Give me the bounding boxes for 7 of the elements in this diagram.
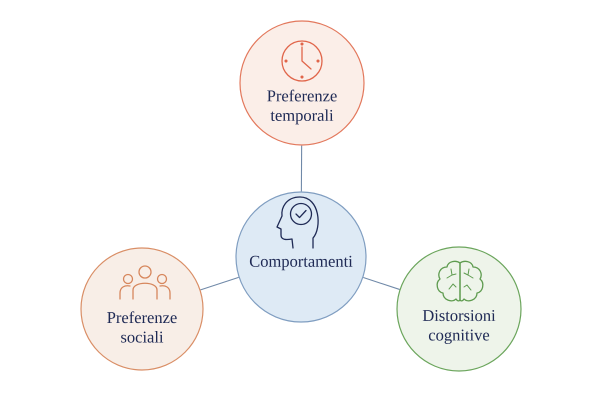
connector-line [363,276,400,290]
circle-node: Preferenze sociali [80,247,204,371]
connector-line [300,146,302,192]
circle-node: Distorsioni cognitive [396,246,522,372]
circle-node: Comportamenti [235,191,367,323]
circle-node: Preferenze temporali [239,20,365,146]
connector-line [200,276,239,290]
